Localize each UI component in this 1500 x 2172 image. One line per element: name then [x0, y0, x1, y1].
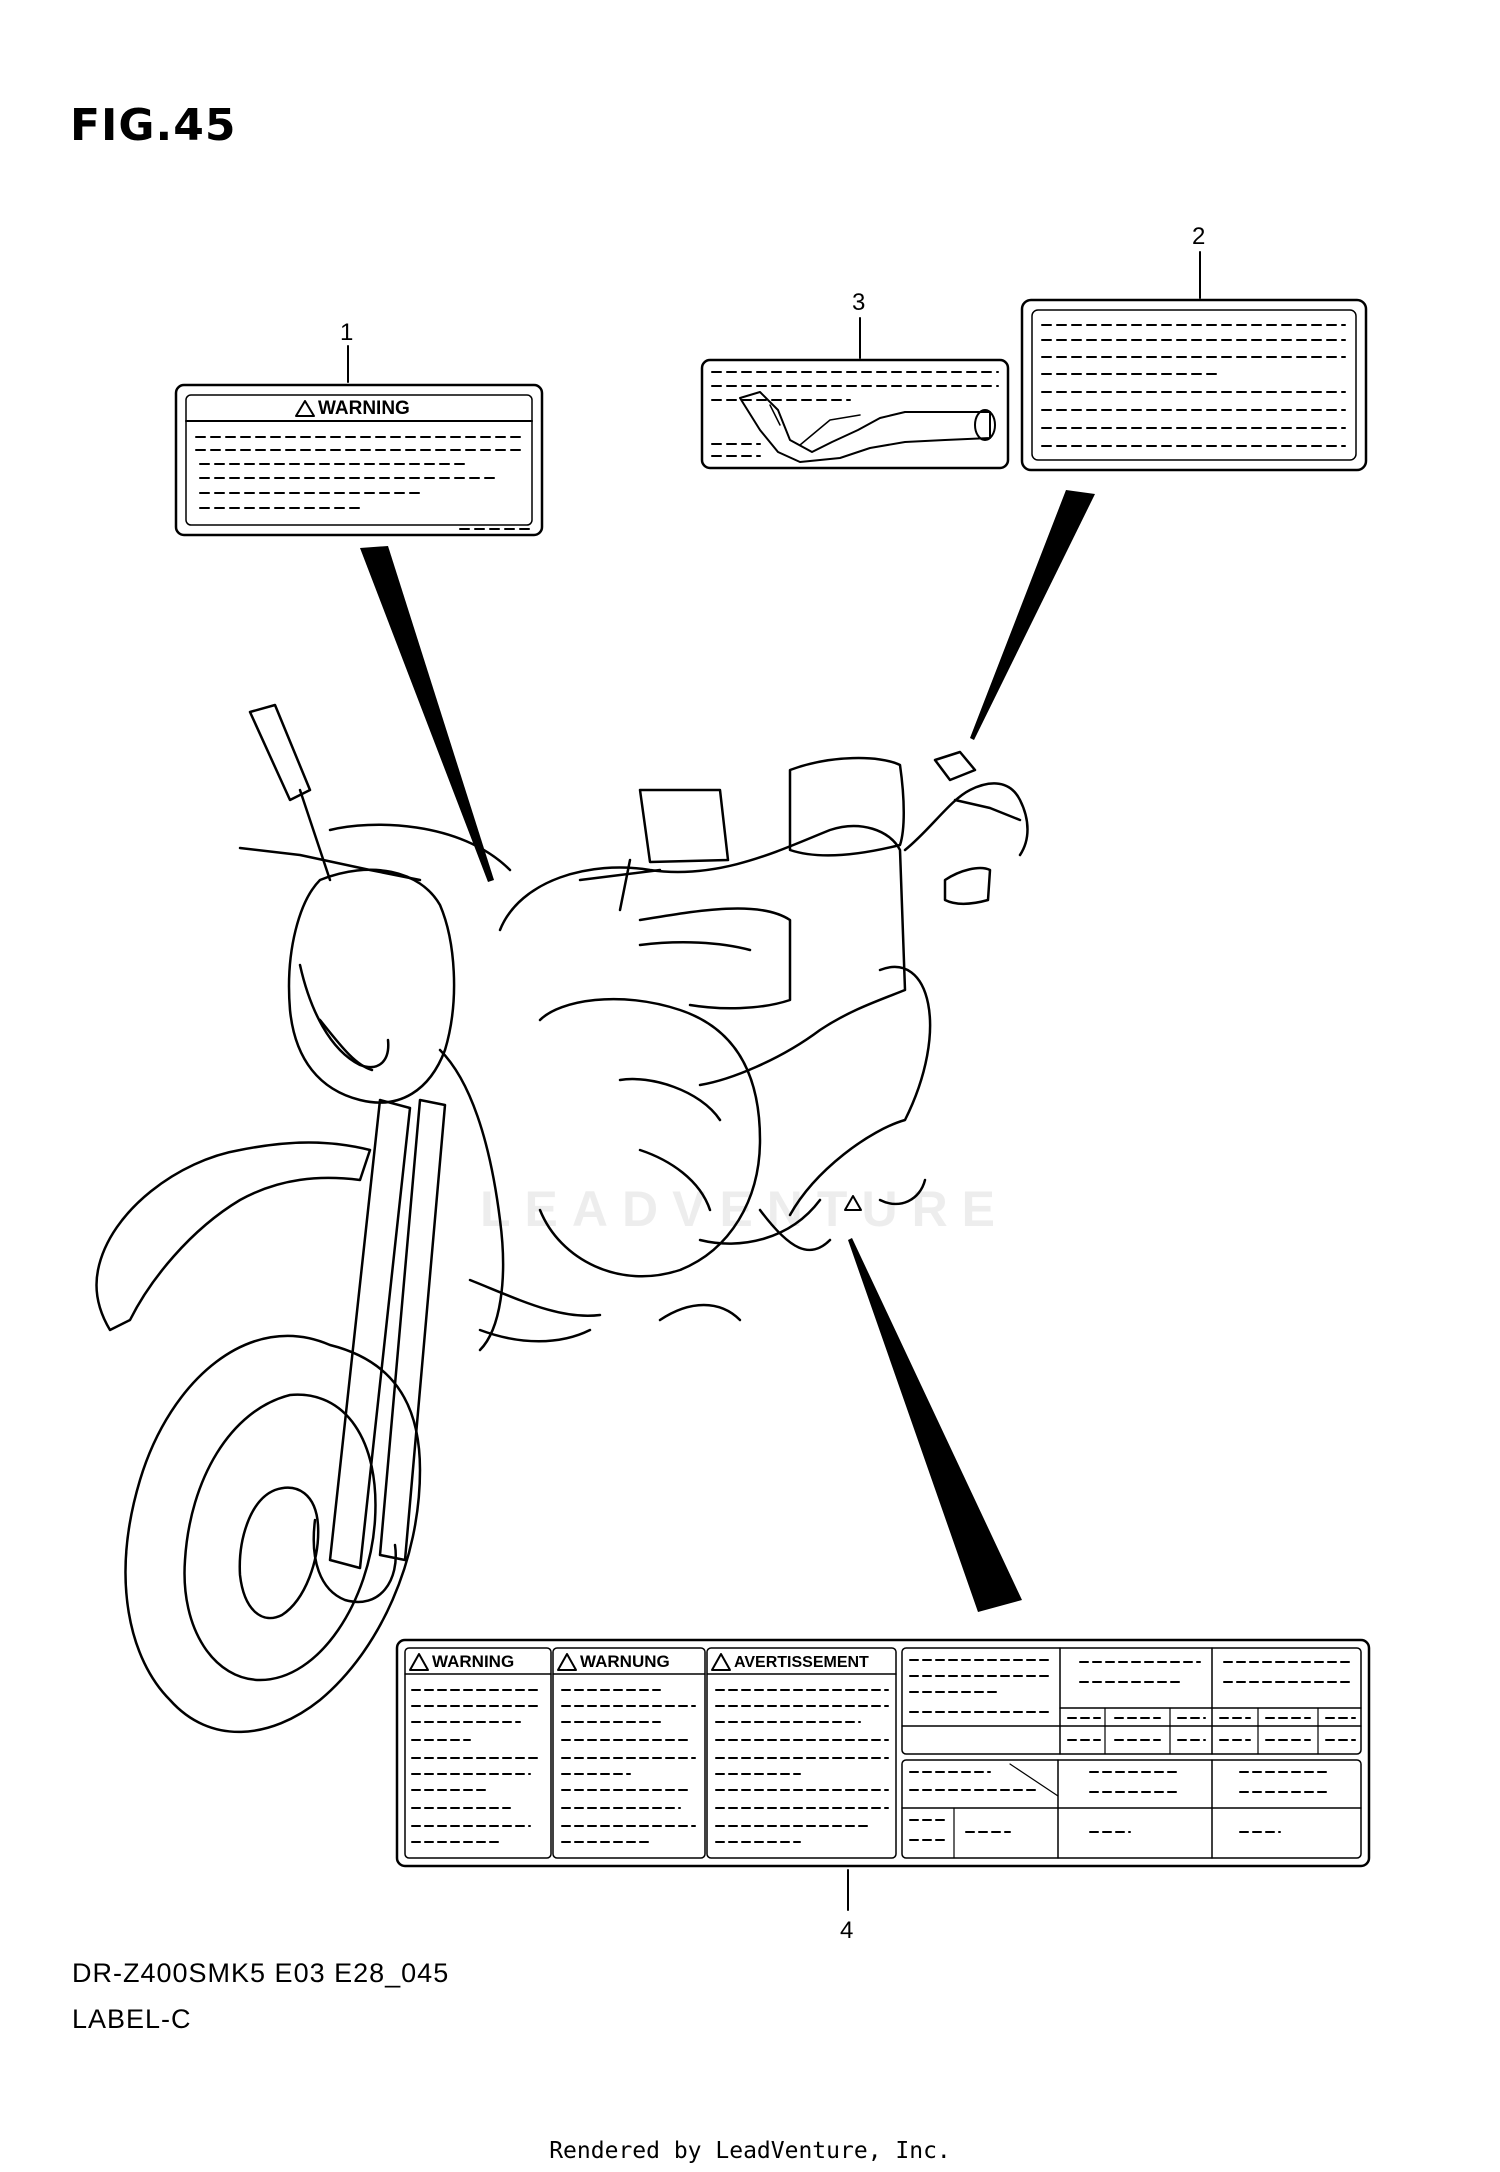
label-2-info[interactable] [1020, 298, 1368, 472]
leader-wedge-2 [970, 490, 1095, 740]
callout-2: 2 [1192, 223, 1205, 250]
motorcycle-illustration [95, 703, 1029, 1734]
label-4-heading-fr: AVERTISSEMENT [734, 1654, 869, 1671]
leader-wedge-1 [360, 546, 494, 882]
model-code: DR-Z400SMK5 E03 E28_045 [72, 1958, 450, 1988]
callout-4: 4 [840, 1917, 853, 1944]
rendered-by-credit: Rendered by LeadVenture, Inc. [549, 2138, 951, 2164]
section-name: LABEL-C [72, 2004, 192, 2034]
callout-1: 1 [340, 319, 353, 346]
watermark-text: LEADVENTURE [480, 1181, 1010, 1237]
label-3-diagram[interactable] [700, 358, 1010, 470]
label-4-heading-de: WARNUNG [580, 1652, 670, 1671]
callout-3: 3 [852, 289, 865, 316]
label-1-heading: WARNING [318, 398, 410, 419]
leader-wedge-4 [848, 1238, 1022, 1612]
figure-title: FIG.45 [70, 100, 237, 151]
label-1-warning[interactable] [174, 383, 544, 537]
label-4-heading-en: WARNING [432, 1652, 514, 1671]
label-4-warning-multilingual[interactable] [395, 1638, 1371, 1868]
